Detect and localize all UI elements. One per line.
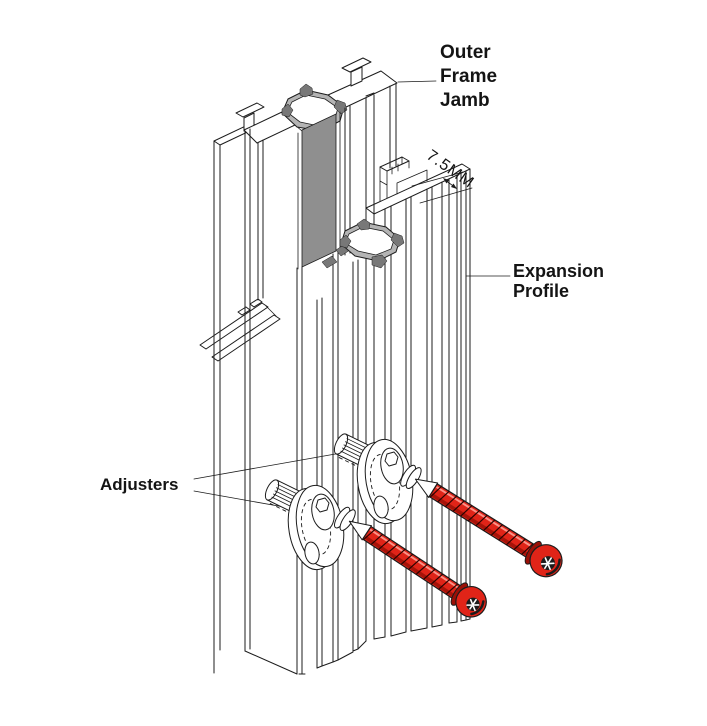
thermal-chamber-lower xyxy=(321,218,405,269)
bottom-cut-edges xyxy=(244,618,471,675)
adjuster-upper xyxy=(333,433,414,525)
adjuster-lower xyxy=(264,479,345,571)
dimension-arrow xyxy=(411,171,473,204)
adjusters-label: Adjusters xyxy=(100,475,179,494)
outer-frame-jamb-label-line2: Frame xyxy=(440,66,498,87)
outer-frame-jamb-label-line3: Jamb xyxy=(440,90,490,111)
glazing-panel xyxy=(297,111,341,270)
screw-upper xyxy=(400,464,563,578)
thermal-chamber-upper xyxy=(281,83,348,139)
expansion-profile-label-line2: Profile xyxy=(513,281,570,301)
jamb-wall-cut-bracket xyxy=(199,298,281,362)
outer-frame-jamb-label-line1: Outer xyxy=(440,42,491,63)
screw-lower xyxy=(334,506,487,618)
leader-adjuster-upper xyxy=(193,449,359,480)
expansion-profile-ribs xyxy=(365,83,471,642)
expansion-profile-label-line1: Expansion xyxy=(513,261,605,281)
outer-frame-jamb-drawing xyxy=(213,57,398,270)
leader-outer-frame-jamb xyxy=(397,80,437,83)
leader-lines xyxy=(193,80,511,508)
expansion-profile-label: Expansion Profile xyxy=(513,261,604,301)
leader-adjuster-lower xyxy=(193,490,285,508)
outer-frame-jamb-label: Outer Frame Jamb xyxy=(440,41,497,113)
